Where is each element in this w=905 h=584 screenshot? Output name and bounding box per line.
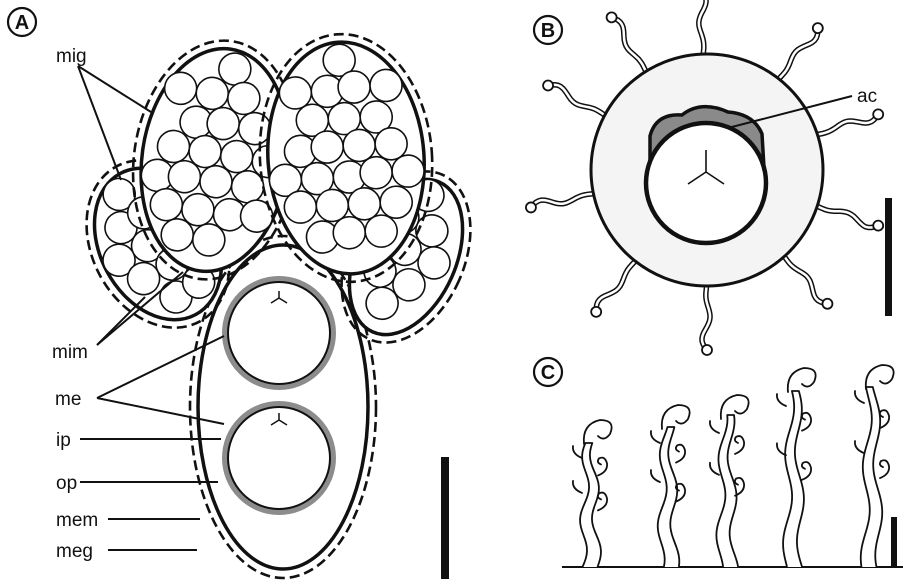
hair-curl <box>573 446 582 458</box>
hair-curl <box>710 421 719 433</box>
hair-curl <box>735 436 744 454</box>
hair-curl <box>573 481 582 493</box>
hair-4 <box>777 368 816 567</box>
hair-2 <box>651 405 690 567</box>
appendage-tip <box>873 221 883 231</box>
label-op: op <box>56 473 77 494</box>
label-ac: ac <box>857 86 877 107</box>
hairs-group <box>573 365 894 567</box>
appendage-tip <box>702 345 712 355</box>
panel-b-letter: B <box>541 20 555 42</box>
appendage-fill <box>812 204 879 228</box>
hair-curl <box>710 463 719 475</box>
hair-stalk <box>783 391 804 567</box>
hair-3 <box>710 395 749 567</box>
label-mim: mim <box>52 342 88 363</box>
panel-a-letter: A <box>15 12 29 34</box>
hair-curl <box>651 470 660 482</box>
appendage-fill <box>596 257 639 312</box>
appendage-tip <box>873 109 883 119</box>
hair-curl <box>880 410 889 428</box>
label-me: me <box>55 389 81 410</box>
label-mig: mig <box>56 46 87 67</box>
hair-curl <box>651 431 660 443</box>
appendage-tip <box>526 202 536 212</box>
panel-b-badge: B <box>534 16 562 44</box>
appendage-tip <box>822 299 832 309</box>
hair-curl <box>880 460 889 478</box>
scale-bar-b <box>885 198 892 316</box>
panel-b: B ac <box>526 0 892 355</box>
hair-curl <box>777 394 786 406</box>
appendage-fill <box>612 17 649 76</box>
appendage-tip <box>607 12 617 22</box>
appendage-fill <box>775 28 818 83</box>
hair-crozier <box>584 420 612 444</box>
panel-c-letter: C <box>541 362 555 384</box>
panel-c-badge: C <box>534 358 562 386</box>
label-mem: mem <box>56 510 98 531</box>
panel-a: A <box>8 8 496 579</box>
appendage-tip <box>591 307 601 317</box>
panel-c: C <box>534 358 903 567</box>
hair-curl <box>855 391 864 403</box>
appendage-tip <box>543 80 553 90</box>
megaspore-b <box>646 123 766 243</box>
appendage-fill <box>548 85 610 119</box>
hair-crozier <box>662 405 690 429</box>
appendage-tip <box>813 23 823 33</box>
scale-bar-c <box>891 517 897 567</box>
hair-curl <box>598 458 607 476</box>
megaspore-upper <box>225 279 333 387</box>
hair-curl <box>802 462 811 480</box>
hair-curl <box>855 441 864 453</box>
hair-curl <box>802 413 811 431</box>
hair-crozier <box>866 365 894 389</box>
label-ip: ip <box>56 430 71 451</box>
hair-crozier <box>788 368 816 392</box>
scale-bar-a <box>441 457 449 579</box>
hair-5 <box>855 365 894 567</box>
panel-a-badge: A <box>8 8 36 36</box>
appendage-fill <box>781 252 828 304</box>
megaspore-lower <box>225 404 333 512</box>
hair-curl <box>676 445 685 463</box>
hair-1 <box>573 420 612 567</box>
panel-a-labels: mig mim me ip op mem meg <box>52 46 98 562</box>
label-meg: meg <box>56 541 93 562</box>
hair-curl <box>598 493 607 511</box>
